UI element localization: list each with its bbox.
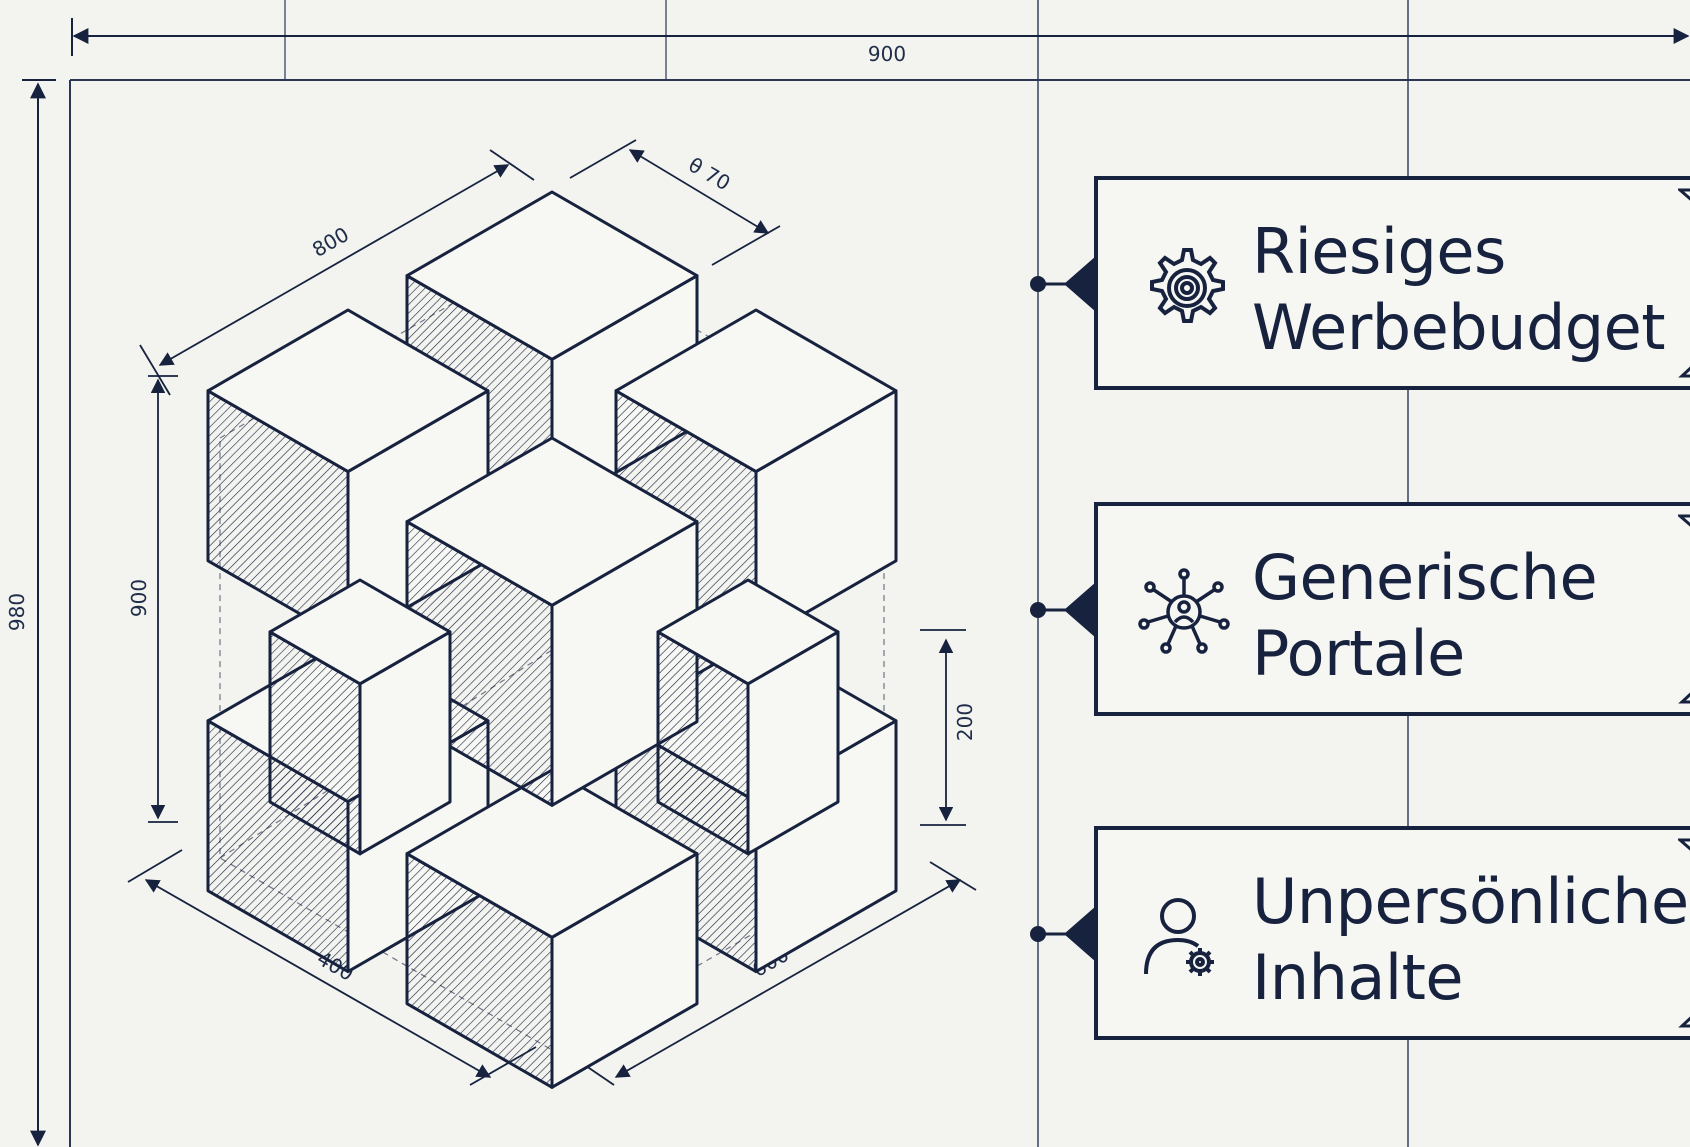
cube-bottom-front xyxy=(405,768,699,1089)
card-label: Generische Portale xyxy=(1252,541,1598,690)
iso-dim-top-right: θ 70 xyxy=(684,153,734,196)
left-dimension-label: 980 xyxy=(5,593,29,631)
top-dimension-line xyxy=(71,18,1690,56)
corner-triangle-icon xyxy=(1678,692,1690,704)
iso-dim-top-left: 800 xyxy=(308,222,353,262)
slab-left xyxy=(268,578,452,856)
top-dimension-label: 900 xyxy=(868,42,906,66)
user-settings-icon xyxy=(1144,898,1214,976)
corner-triangle-icon xyxy=(1678,838,1690,851)
card-label: Riesiges Werbebudget xyxy=(1252,215,1666,364)
iso-dim-left-vertical: 900 xyxy=(127,579,151,617)
iso-dim-right-vertical: 200 xyxy=(953,703,977,741)
card-riesiges-werbebudget: Riesiges Werbebudget xyxy=(1094,176,1690,390)
corner-triangle-icon xyxy=(1678,1016,1690,1028)
isometric-cube-cluster xyxy=(206,190,898,1089)
card-unpersoenliche-inhalte: Unpersönliche Inhalte xyxy=(1094,826,1690,1040)
corner-triangle-icon xyxy=(1678,366,1690,378)
corner-triangle-icon xyxy=(1678,188,1690,201)
iso-dimensions xyxy=(127,139,977,1086)
network-icon xyxy=(1138,568,1230,654)
corner-triangle-icon xyxy=(1678,514,1690,527)
left-dimension-line xyxy=(22,79,56,1147)
card-label: Unpersönliche Inhalte xyxy=(1252,865,1689,1014)
gear-icon xyxy=(1150,248,1225,323)
card-generische-portale: Generische Portale xyxy=(1094,502,1690,716)
cube-upper-left xyxy=(206,308,490,644)
card-connectors xyxy=(1030,256,1096,962)
slab-right xyxy=(656,578,840,856)
